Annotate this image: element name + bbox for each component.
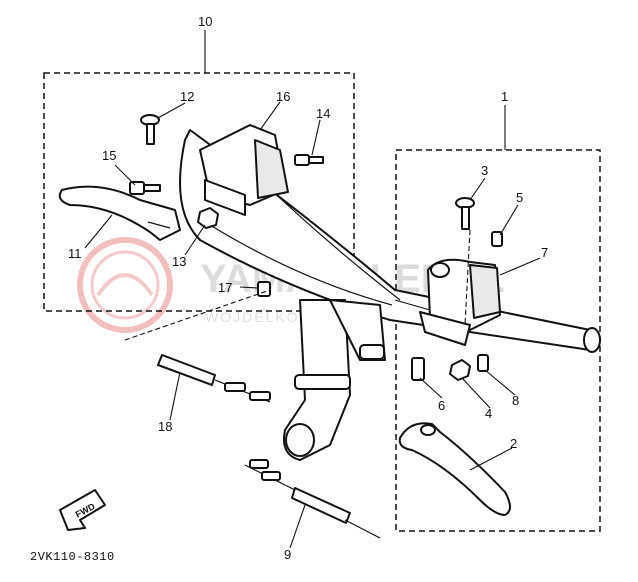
- screw-17: [257, 281, 271, 297]
- nut-13: [197, 207, 219, 229]
- callout-14: 14: [316, 106, 330, 121]
- callout-4: 4: [485, 406, 492, 421]
- callout-7: 7: [541, 245, 548, 260]
- callout-13: 13: [172, 254, 186, 269]
- callout-10: 10: [198, 14, 212, 29]
- callout-9: 9: [284, 547, 291, 562]
- callout-16: 16: [276, 89, 290, 104]
- callout-12: 12: [180, 89, 194, 104]
- assembly-box-10: [43, 72, 355, 312]
- callout-6: 6: [438, 398, 445, 413]
- screw-6: [411, 357, 425, 381]
- callout-labels: 10 1 12 16 14 15 11 13 17 3 5 7 6 4 8 2 …: [68, 14, 548, 562]
- nut-4: [449, 359, 471, 381]
- callout-1: 1: [501, 89, 508, 104]
- callout-17: 17: [218, 280, 232, 295]
- handlebar: [179, 129, 601, 353]
- screw-15: [129, 181, 161, 195]
- leader-lines: [84, 30, 541, 549]
- bolt-14: [294, 154, 324, 166]
- callout-18: 18: [158, 419, 172, 434]
- clutch-switch: [157, 354, 271, 403]
- left-switch-housing: [199, 124, 289, 216]
- callout-2: 2: [510, 436, 517, 451]
- bolt-12: [140, 114, 160, 145]
- brake-lever: [398, 422, 511, 516]
- diagram-code: 2VK110-8310: [30, 550, 115, 564]
- callout-8: 8: [512, 393, 519, 408]
- bolt-3: [455, 197, 475, 230]
- fwd-arrow-icon: FWD: [59, 489, 106, 531]
- callout-5: 5: [516, 190, 523, 205]
- brake-lever-holder: [419, 258, 501, 346]
- callout-3: 3: [481, 163, 488, 178]
- fork-column: [283, 299, 386, 461]
- callout-11: 11: [68, 246, 82, 261]
- clutch-lever: [58, 185, 181, 241]
- watermark-logo-icon: [77, 237, 173, 333]
- screw-5: [491, 231, 503, 247]
- brake-switch: [244, 459, 351, 524]
- screw-8: [477, 354, 489, 372]
- callout-15: 15: [102, 148, 116, 163]
